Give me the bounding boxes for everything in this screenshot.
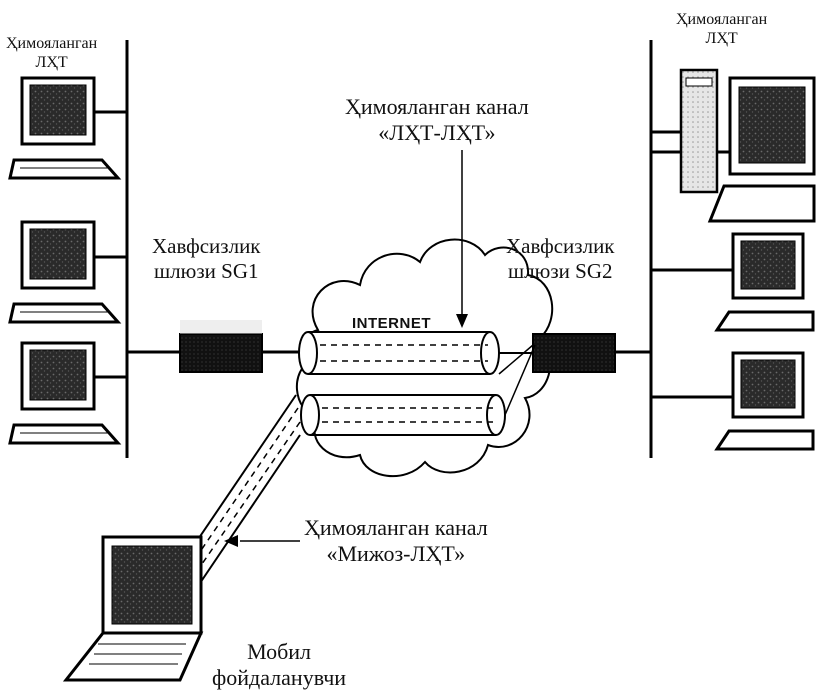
desktop-computer-icon bbox=[710, 78, 814, 221]
channel-client-lan-line1: Ҳимояланган канал bbox=[304, 515, 488, 541]
mobile-user-label: Мобил фойдаланувчи bbox=[212, 639, 346, 692]
channel-client-lan-label: Ҳимояланган канал «Мижоз-ЛҲТ» bbox=[304, 515, 488, 568]
internet-label: INTERNET bbox=[352, 315, 431, 332]
lan-left-label-line2: ЛҲТ bbox=[6, 53, 97, 72]
gateway-sg1-label: Хавфсизлик шлюзи SG1 bbox=[152, 234, 261, 284]
mobile-user-line2: фойдаланувчи bbox=[212, 665, 346, 691]
desktop-computer-icon bbox=[10, 222, 118, 322]
desktop-computer-icon bbox=[10, 343, 118, 443]
security-gateway-icon bbox=[180, 320, 262, 372]
pointer-arrow bbox=[224, 535, 300, 547]
laptop-icon bbox=[66, 537, 201, 680]
channel-lan-lan-line2: «ЛҲТ-ЛҲТ» bbox=[345, 120, 529, 146]
gateway-sg2-line2: шлюзи SG2 bbox=[506, 259, 615, 284]
lan-left-label-line1: Ҳимояланган bbox=[6, 34, 97, 53]
gateway-sg2-label: Хавфсизлик шлюзи SG2 bbox=[506, 234, 615, 284]
channel-client-lan-line2: «Мижоз-ЛҲТ» bbox=[304, 541, 488, 567]
lan-right-label: Ҳимояланган ЛҲТ bbox=[676, 10, 767, 48]
lan-right-label-line2: ЛҲТ bbox=[676, 29, 767, 48]
channel-lan-lan-label: Ҳимояланган канал «ЛҲТ-ЛҲТ» bbox=[345, 94, 529, 147]
desktop-computer-icon bbox=[717, 234, 813, 330]
desktop-computer-icon bbox=[10, 78, 118, 178]
server-tower-icon bbox=[681, 70, 717, 192]
left-lan-backbone bbox=[93, 40, 127, 458]
mobile-user-line1: Мобил bbox=[212, 639, 346, 665]
gateway-sg2-line1: Хавфсизлик bbox=[506, 234, 615, 259]
channel-lan-lan-line1: Ҳимояланган канал bbox=[345, 94, 529, 120]
lan-left-label: Ҳимояланган ЛҲТ bbox=[6, 34, 97, 72]
gateway-sg1-line2: шлюзи SG1 bbox=[152, 259, 261, 284]
gateway-sg1-line1: Хавфсизлик bbox=[152, 234, 261, 259]
lan-right-label-line1: Ҳимояланган bbox=[676, 10, 767, 29]
security-gateway-icon bbox=[533, 334, 615, 372]
desktop-computer-icon bbox=[717, 353, 813, 449]
